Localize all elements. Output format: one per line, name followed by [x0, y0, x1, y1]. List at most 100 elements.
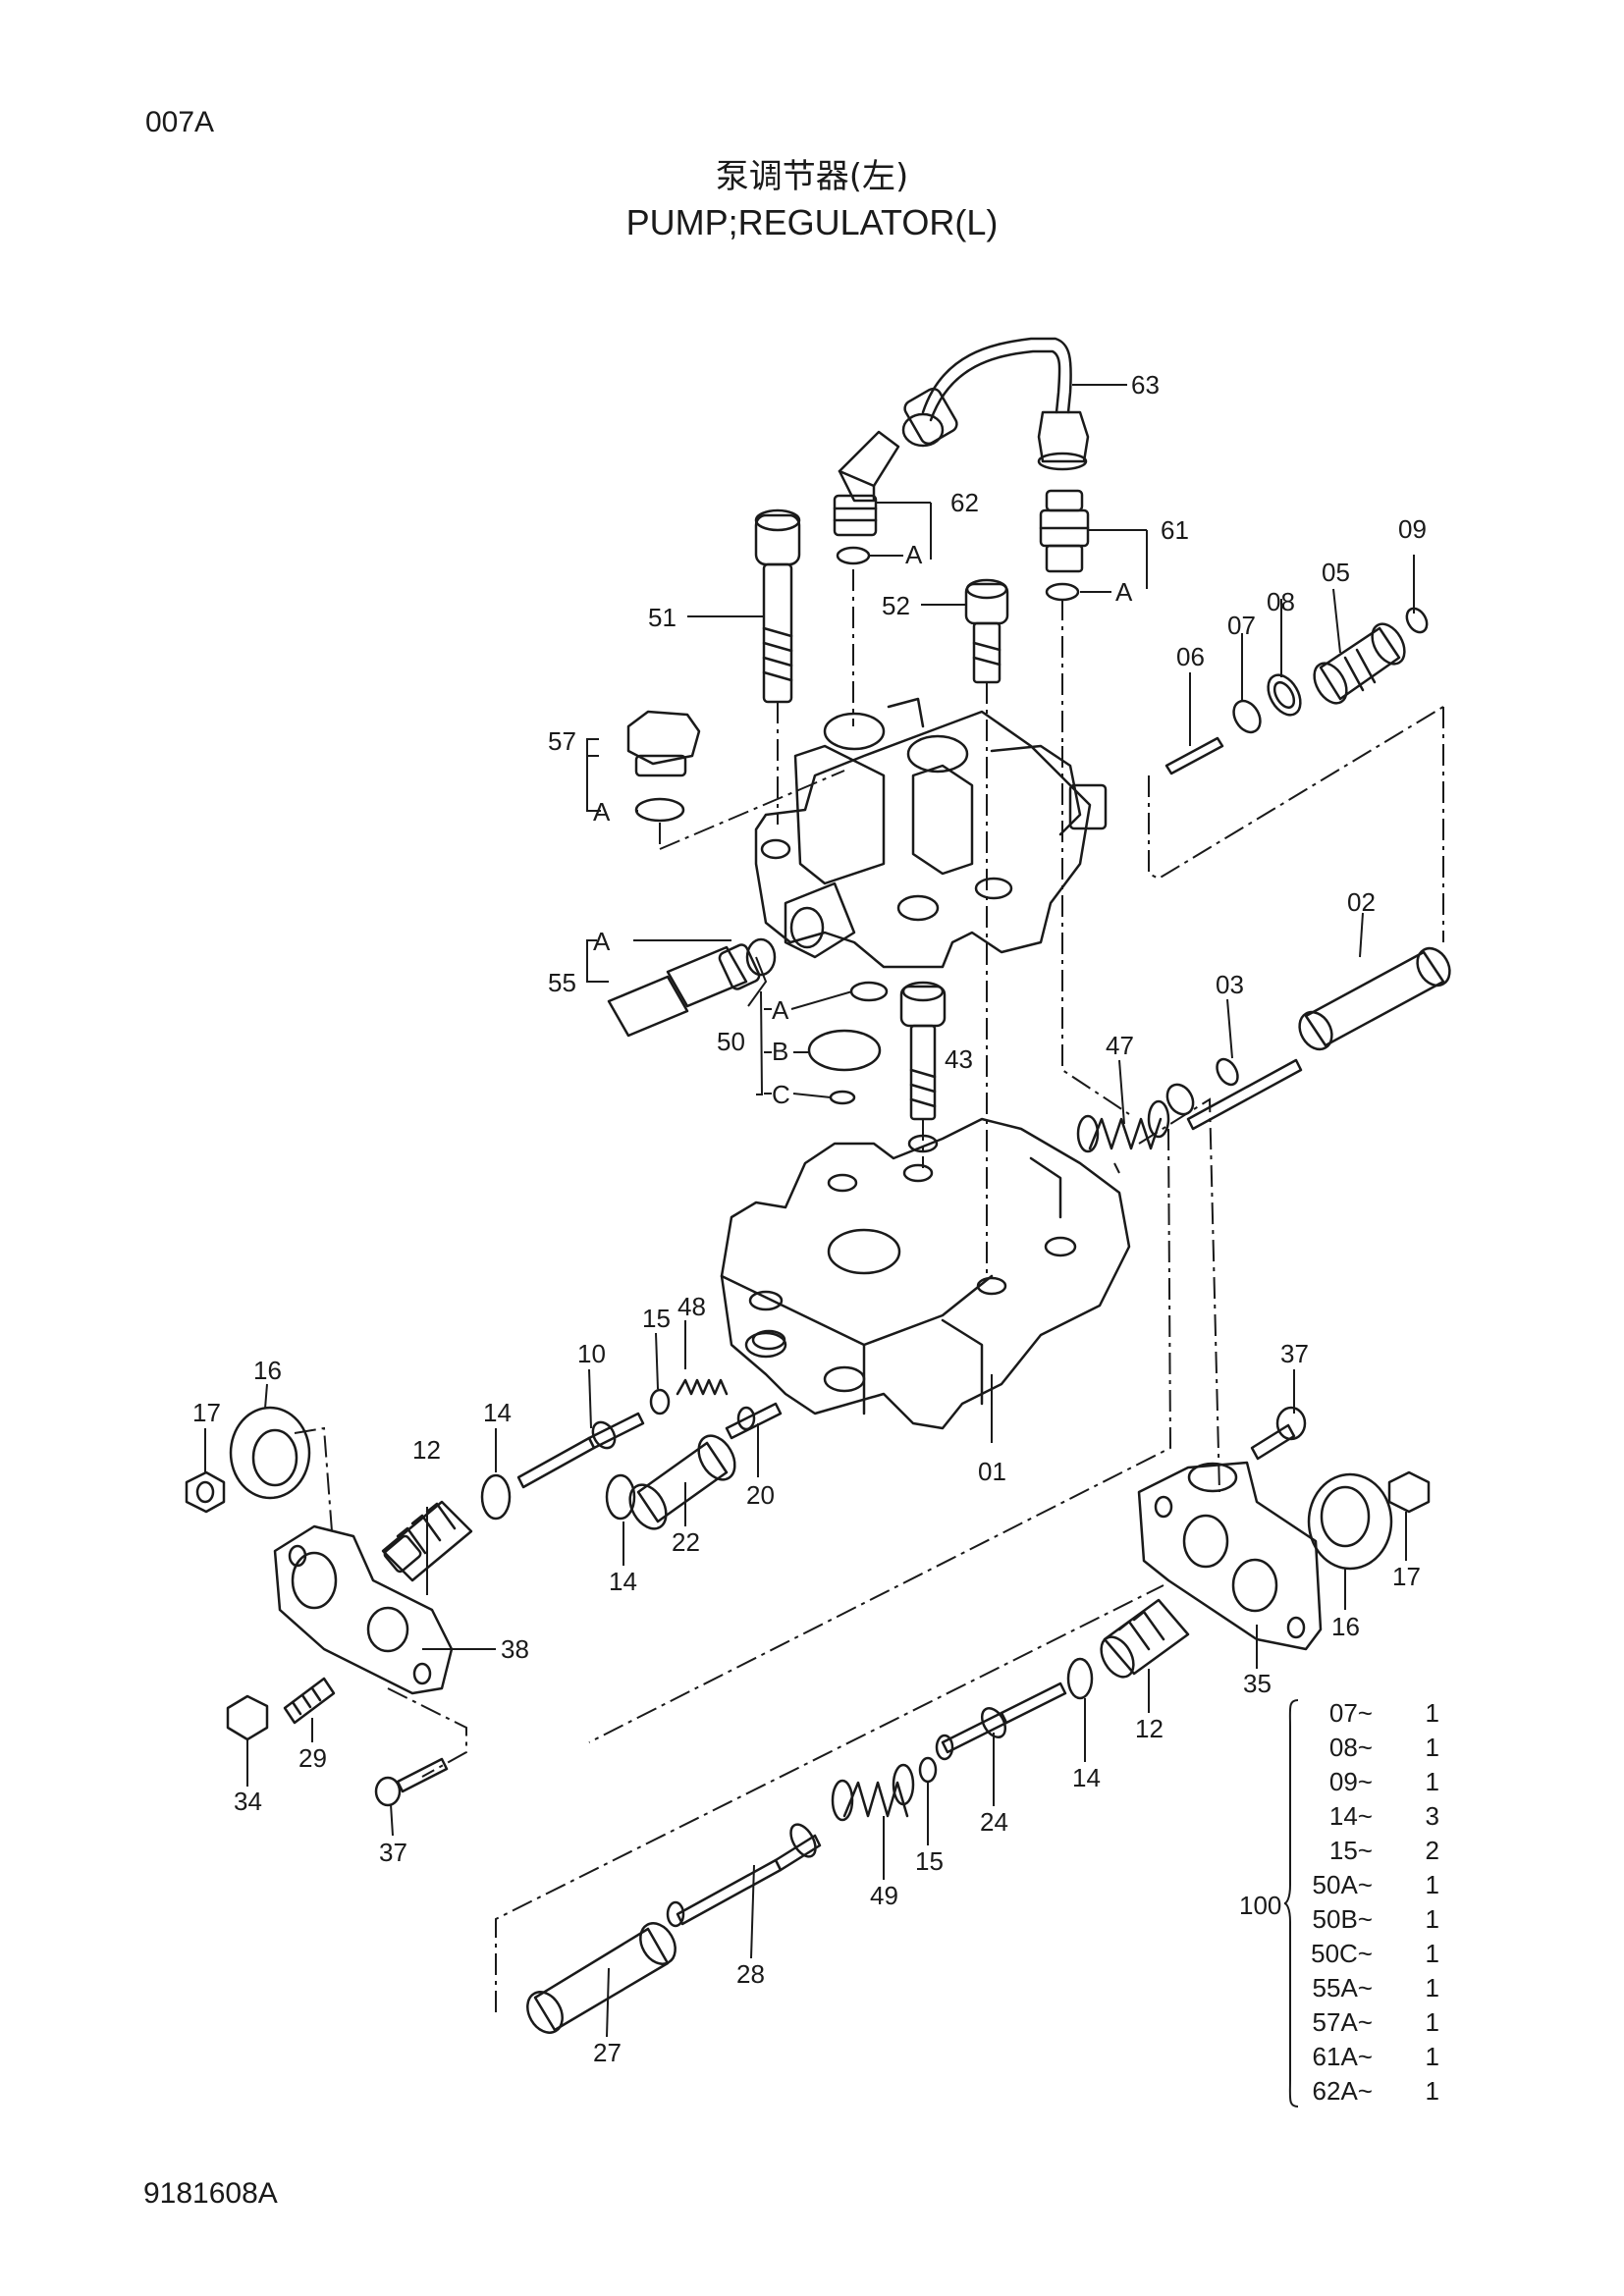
spool-10 — [516, 1412, 645, 1489]
drawing-number: 9181608A — [143, 2177, 278, 2210]
screw-29 — [283, 1677, 336, 1725]
kit-row: 09~1 — [1302, 1767, 1439, 1800]
nut-17-left — [185, 1470, 226, 1514]
locknut-16-left — [229, 1406, 311, 1500]
upper-housing — [754, 697, 1108, 969]
bolt-52 — [964, 578, 1009, 684]
title-english: PUMP;REGULATOR(L) — [625, 202, 999, 242]
label-37-upper: 37 — [1280, 1339, 1309, 1368]
kit-qty: 1 — [1425, 1698, 1439, 1728]
label-28: 28 — [736, 1959, 765, 1989]
label-62-a: A — [905, 540, 923, 569]
label-22: 22 — [672, 1527, 700, 1557]
locknut-16-right — [1307, 1472, 1393, 1571]
o-ring-14-lower — [605, 1473, 636, 1521]
label-57-a: A — [593, 797, 611, 827]
spring-47 — [1076, 1099, 1170, 1153]
label-63: 63 — [1131, 370, 1160, 400]
kit-number: 100 — [1239, 1891, 1282, 1920]
label-51: 51 — [648, 603, 677, 632]
pressure-sensor-55 — [607, 937, 777, 1038]
label-50-a: A — [772, 995, 789, 1025]
label-52: 52 — [882, 591, 910, 620]
kit-row: 57A~1 — [1302, 2007, 1439, 2041]
label-12-left: 12 — [412, 1435, 441, 1465]
label-35: 35 — [1243, 1669, 1272, 1698]
label-15-lower: 15 — [915, 1846, 944, 1876]
straight-fitting-61 — [1039, 489, 1090, 602]
label-03: 03 — [1216, 970, 1244, 999]
spool-03 — [1165, 1057, 1303, 1131]
bolt-43 — [899, 981, 947, 1121]
bolt-37-lower — [374, 1757, 449, 1807]
page-code: 007A — [145, 106, 215, 138]
kit-code: 15~ — [1328, 1836, 1373, 1865]
brace-icon — [1284, 1699, 1299, 2108]
label-62: 62 — [950, 488, 979, 517]
label-48: 48 — [677, 1292, 706, 1321]
kit-qty: 2 — [1425, 1836, 1439, 1865]
label-09: 09 — [1398, 514, 1427, 544]
label-07: 07 — [1227, 611, 1256, 640]
o-ring-14-upper — [480, 1473, 512, 1521]
elbow-fitting-62 — [833, 430, 900, 565]
kit-row: 61A~1 — [1302, 2042, 1439, 2075]
kit-qty: 3 — [1425, 1801, 1439, 1831]
adjuster-12-left — [381, 1500, 473, 1582]
label-61-a: A — [1115, 577, 1133, 607]
label-24: 24 — [980, 1807, 1008, 1837]
kit-row: 08~ 1 — [1302, 1733, 1439, 1766]
spool-28 — [666, 1823, 822, 1928]
label-49: 49 — [870, 1881, 898, 1910]
title-chinese: 泵调节器(左) — [715, 157, 909, 196]
label-50: 50 — [717, 1027, 745, 1056]
plug-57 — [626, 710, 701, 823]
sleeve-27 — [526, 1922, 677, 2034]
label-43: 43 — [945, 1044, 973, 1074]
label-14-middle: 14 — [609, 1567, 637, 1596]
label-61: 61 — [1161, 515, 1189, 545]
kit-code: 50C~ — [1311, 1939, 1373, 1968]
main-body-01 — [720, 1117, 1131, 1430]
kit-qty: 1 — [1425, 1904, 1439, 1934]
piston-22 — [628, 1434, 736, 1530]
kit-row: 55A~1 — [1302, 1973, 1439, 2006]
o-ring-15-lower — [918, 1756, 938, 1784]
bolt-37-upper — [1250, 1406, 1307, 1461]
kit-row: 14~3 — [1302, 1801, 1439, 1835]
kit-code: 09~ — [1328, 1767, 1373, 1796]
kit-row: 50A~1 — [1302, 1870, 1439, 1903]
label-37-lower: 37 — [379, 1838, 407, 1867]
label-50-b: B — [772, 1037, 788, 1066]
pin-20 — [725, 1402, 783, 1440]
spring-49 — [831, 1763, 915, 1822]
label-55-a: A — [593, 927, 611, 956]
label-05: 05 — [1322, 558, 1350, 587]
label-16-right: 16 — [1331, 1612, 1360, 1641]
kit-qty: 1 — [1425, 1733, 1439, 1762]
o-ring-15 — [649, 1388, 671, 1415]
kit-code: 50A~ — [1312, 1870, 1373, 1899]
callout-labels: 63 62 A 61 A 09 05 08 07 06 51 52 57 A A… — [192, 370, 1427, 2067]
label-47: 47 — [1106, 1031, 1134, 1060]
bolt-51 — [754, 508, 801, 704]
kit-qty: 1 — [1425, 1973, 1439, 2002]
kit-qty: 1 — [1425, 2076, 1439, 2106]
pipe-assembly-63 — [901, 337, 1090, 471]
kit-code: 08~ — [1328, 1733, 1373, 1762]
spool-24 — [935, 1682, 1067, 1761]
label-08: 08 — [1267, 587, 1295, 616]
kit-qty: 1 — [1425, 2007, 1439, 2037]
cover-35 — [1137, 1461, 1323, 1651]
label-06: 06 — [1176, 642, 1205, 671]
label-14-upper: 14 — [483, 1398, 512, 1427]
o-ring-07 — [1232, 699, 1262, 734]
sleeve-02 — [1298, 946, 1451, 1051]
kit-row: 50C~1 — [1302, 1939, 1439, 1972]
label-01: 01 — [978, 1457, 1006, 1486]
label-17-right: 17 — [1392, 1562, 1421, 1591]
label-20: 20 — [746, 1480, 775, 1510]
o-ring-14-right — [1066, 1657, 1094, 1700]
label-27: 27 — [593, 2038, 622, 2067]
